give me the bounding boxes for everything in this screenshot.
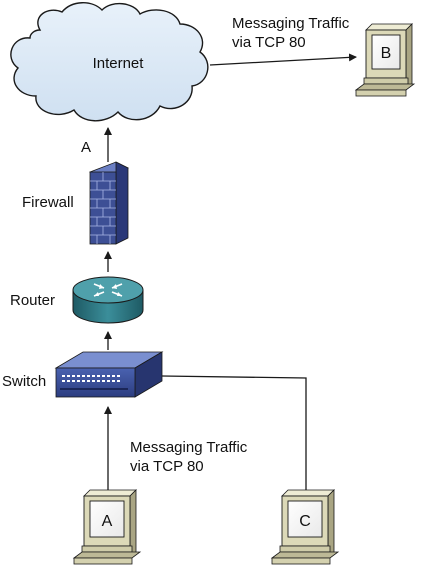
traffic-label-top-line1: Messaging Traffic: [232, 15, 350, 32]
link-switch-to-computer-c: [161, 375, 307, 490]
computer-c-label: C: [299, 513, 311, 530]
link-internet-to-b: [209, 53, 357, 66]
firewall-label: Firewall: [22, 194, 74, 211]
router-label: Router: [10, 292, 55, 309]
computer-c-icon: C: [270, 489, 340, 565]
internet-cloud-icon: Internet: [10, 2, 209, 122]
computer-b-label: B: [381, 45, 392, 62]
computer-b-icon: B: [354, 23, 416, 97]
internet-link-label: A: [81, 139, 91, 156]
computer-a-label: A: [102, 513, 113, 530]
traffic-label-top-line2: via TCP 80: [232, 34, 306, 51]
switch-icon: [54, 351, 164, 398]
connections: [104, 53, 357, 490]
router-icon: [72, 276, 144, 324]
firewall-icon: [89, 161, 129, 245]
traffic-label-bottom-line2: via TCP 80: [130, 458, 204, 475]
traffic-label-bottom-line1: Messaging Traffic: [130, 439, 248, 456]
computer-a-icon: A: [72, 489, 142, 565]
internet-label: Internet: [93, 55, 145, 72]
switch-label: Switch: [2, 373, 46, 390]
